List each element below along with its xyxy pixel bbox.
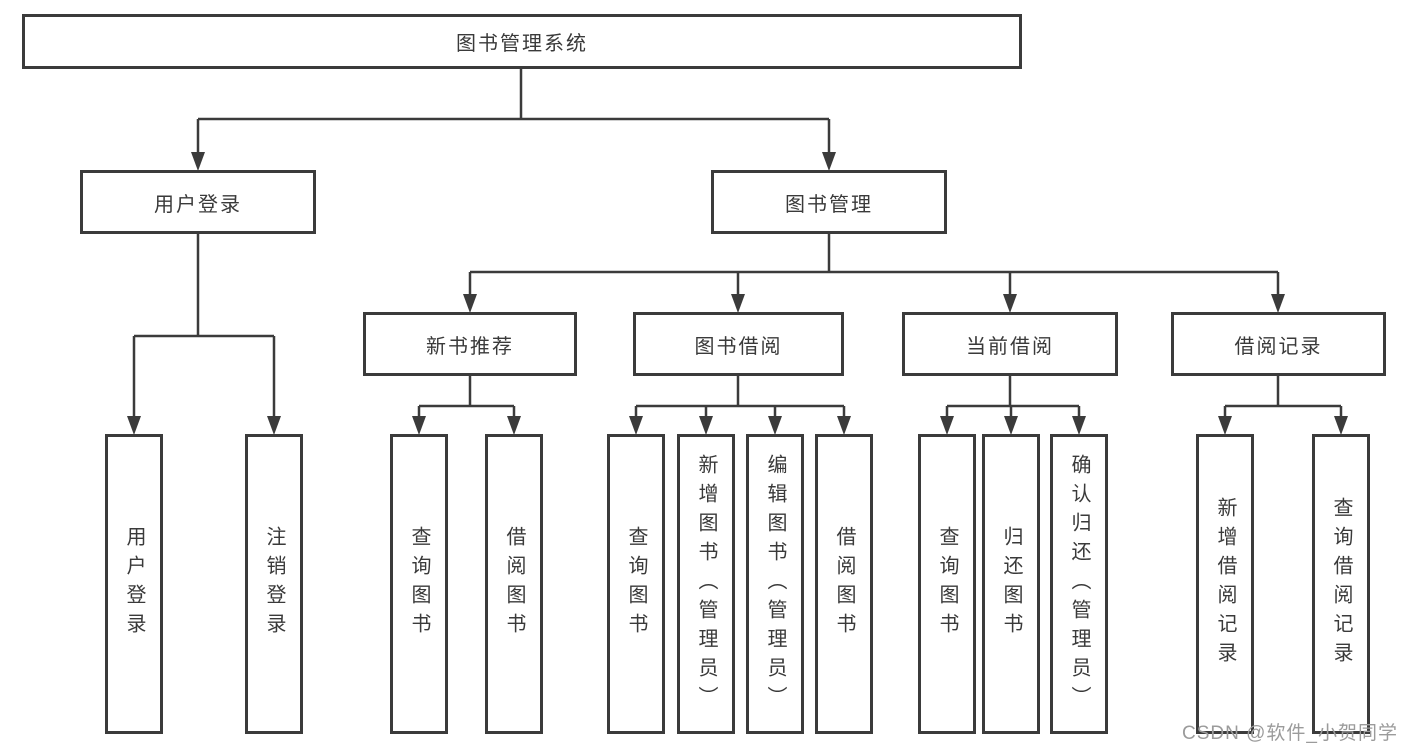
leaf-query-books-current: 查询图书 bbox=[918, 434, 976, 734]
leaf-borrow-books-recommend: 借阅图书 bbox=[485, 434, 543, 734]
leaf-query-borrow-record-label: 查询借阅记录 bbox=[1330, 497, 1352, 671]
leaf-borrow-books: 借阅图书 bbox=[815, 434, 873, 734]
node-root: 图书管理系统 bbox=[22, 14, 1022, 69]
csdn-watermark: CSDN @软件_小贺同学 bbox=[1182, 723, 1398, 744]
leaf-borrow-books-label: 借阅图书 bbox=[833, 526, 855, 642]
leaf-query-books-current-label: 查询图书 bbox=[936, 526, 958, 642]
leaf-add-borrow-record-label: 新增借阅记录 bbox=[1214, 497, 1236, 671]
node-new-book-recommendation: 新书推荐 bbox=[363, 312, 577, 376]
leaf-confirm-return-admin-label: 确认归还（管理员） bbox=[1068, 453, 1090, 715]
node-book-borrowing: 图书借阅 bbox=[633, 312, 844, 376]
node-current-borrowing: 当前借阅 bbox=[902, 312, 1118, 376]
leaf-return-books-label: 归还图书 bbox=[1000, 526, 1022, 642]
node-borrowing-records: 借阅记录 bbox=[1171, 312, 1386, 376]
leaf-query-books-recommend: 查询图书 bbox=[390, 434, 448, 734]
leaf-logout-login: 注销登录 bbox=[245, 434, 303, 734]
leaf-borrow-books-recommend-label: 借阅图书 bbox=[503, 526, 525, 642]
leaf-user-login: 用户登录 bbox=[105, 434, 163, 734]
leaf-query-books-recommend-label: 查询图书 bbox=[408, 526, 430, 642]
leaf-query-borrow-record: 查询借阅记录 bbox=[1312, 434, 1370, 734]
node-user-login: 用户登录 bbox=[80, 170, 316, 234]
leaf-edit-book-admin: 编辑图书（管理员） bbox=[746, 434, 804, 734]
leaf-query-books-borrow-label: 查询图书 bbox=[625, 526, 647, 642]
leaf-query-books-borrow: 查询图书 bbox=[607, 434, 665, 734]
node-book-management: 图书管理 bbox=[711, 170, 947, 234]
leaf-add-book-admin-label: 新增图书（管理员） bbox=[695, 453, 717, 715]
leaf-return-books: 归还图书 bbox=[982, 434, 1040, 734]
leaf-add-borrow-record: 新增借阅记录 bbox=[1196, 434, 1254, 734]
leaf-user-login-label: 用户登录 bbox=[123, 526, 145, 642]
leaf-confirm-return-admin: 确认归还（管理员） bbox=[1050, 434, 1108, 734]
leaf-logout-login-label: 注销登录 bbox=[263, 526, 285, 642]
leaf-edit-book-admin-label: 编辑图书（管理员） bbox=[764, 453, 786, 715]
leaf-add-book-admin: 新增图书（管理员） bbox=[677, 434, 735, 734]
